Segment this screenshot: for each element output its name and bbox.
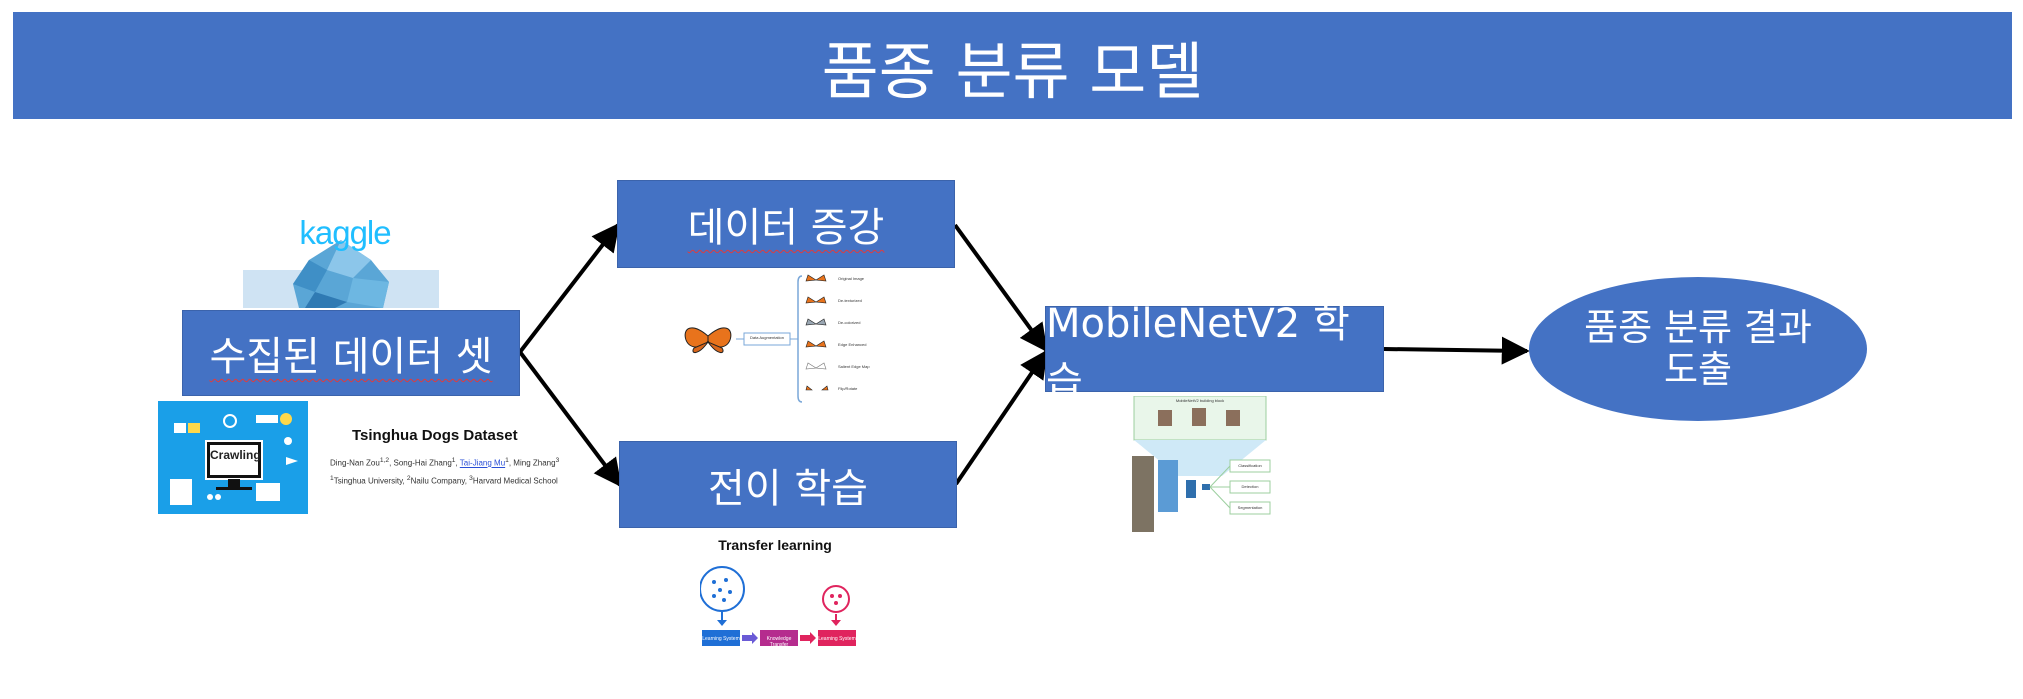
augmentation-center-label: Data Augmentation [749, 335, 785, 340]
kaggle-iceberg-icon [243, 240, 439, 308]
aff-1: Tsinghua University, [333, 476, 407, 486]
arrow-dataset-to-transfer [518, 350, 622, 488]
mobilenet-architecture-icon [1132, 396, 1271, 532]
tl-block-1: Learning System [702, 636, 740, 642]
mn-output-2: Detection [1241, 484, 1259, 489]
crawling-label: Crawling [210, 448, 261, 462]
kaggle-logo: kaggle [243, 212, 439, 308]
tl-block-2: Knowledge Transfer [766, 636, 792, 648]
butterfly-augmentation-icon [684, 274, 829, 403]
node-data-augmentation-label: 데이터 증강 [687, 205, 885, 251]
aug-output-4: Edge Enhanced [838, 342, 867, 347]
crawling-illustration-icon [170, 413, 298, 505]
tsinghua-title: Tsinghua Dogs Dataset [352, 427, 518, 444]
aug-output-3: De-colorized [838, 320, 861, 325]
augmentation-figure: Data Augmentation Original Image De-text… [680, 272, 890, 407]
mobilenet-block-title: MobileNetV2 building block [1175, 398, 1225, 403]
result-line-2: 도출 [1663, 348, 1733, 391]
node-collected-dataset-label: 수집된 데이터 셋 [209, 334, 493, 380]
author-3-sup: 1 [505, 457, 509, 464]
arrow-transfer-to-mobilenet [954, 349, 1048, 486]
node-transfer-learning: 전이 학습 [619, 441, 957, 528]
kaggle-wordmark: kaggle [299, 214, 391, 251]
tl-block-3: Learning System [818, 636, 856, 642]
tsinghua-affiliations: 1Tsinghua University, 2Nailu Company, 3H… [330, 475, 558, 486]
author-4-sup: 3 [555, 457, 560, 464]
arrow-dataset-to-augmentation [518, 222, 620, 354]
node-mobilenetv2: MobileNetV2 학습 [1045, 301, 1384, 405]
aff-2-sup: 2 [406, 475, 411, 482]
author-2: , Song-Hai Zhang [389, 458, 452, 468]
author-1: Ding-Nan Zou [330, 458, 380, 468]
title-banner: 품종 분류 모델 [13, 12, 2012, 119]
author-2-sup: 1 [451, 457, 456, 464]
mn-output-1: Classification [1238, 463, 1262, 468]
aff-1-sup: 1 [330, 475, 334, 482]
aff-3: Harvard Medical School [472, 476, 558, 486]
node-transfer-learning-label: 전이 학습 [708, 465, 868, 512]
author-3-link[interactable]: Tai-Jiang Mu [459, 458, 506, 468]
result-line-1: 품종 분류 결과 [1584, 306, 1812, 349]
arrow-augmentation-to-mobilenet [953, 223, 1048, 353]
author-4: , Ming Zhang [508, 458, 556, 468]
transfer-figure: Learning System Knowledge Transfer Learn… [700, 562, 860, 652]
author-1-sup: 1,2 [379, 457, 390, 464]
aug-output-6: Flip/Rotate [838, 386, 858, 391]
node-data-augmentation: 데이터 증강 [617, 180, 955, 268]
node-breed-classification-result: 품종 분류 결과 도출 [1529, 277, 1867, 421]
transfer-figure-title: Transfer learning [718, 537, 832, 553]
crawling-image: Crawling [158, 401, 308, 514]
aff-2: Nailu Company, [410, 476, 470, 486]
tsinghua-authors: Ding-Nan Zou1,2, Song-Hai Zhang1, Tai-Ji… [330, 457, 559, 468]
transfer-learning-diagram-icon [700, 566, 856, 646]
node-collected-dataset: 수집된 데이터 셋 [182, 310, 520, 396]
aug-output-2: De-texturized [838, 298, 862, 303]
mobilenet-figure: MobileNetV2 building block Classificatio… [1130, 396, 1280, 536]
aug-output-1: Original Image [838, 276, 865, 281]
page-title: 품종 분류 모델 [821, 34, 1204, 108]
node-mobilenetv2-label: MobileNetV2 학습 [1046, 301, 1350, 405]
arrow-mobilenet-to-result [1383, 336, 1530, 365]
aff-3-sup: 3 [469, 475, 473, 482]
mn-output-3: Segmentation [1237, 505, 1263, 510]
aug-output-5: Salient Edge Map [838, 364, 870, 369]
author-sep: , [455, 458, 460, 468]
